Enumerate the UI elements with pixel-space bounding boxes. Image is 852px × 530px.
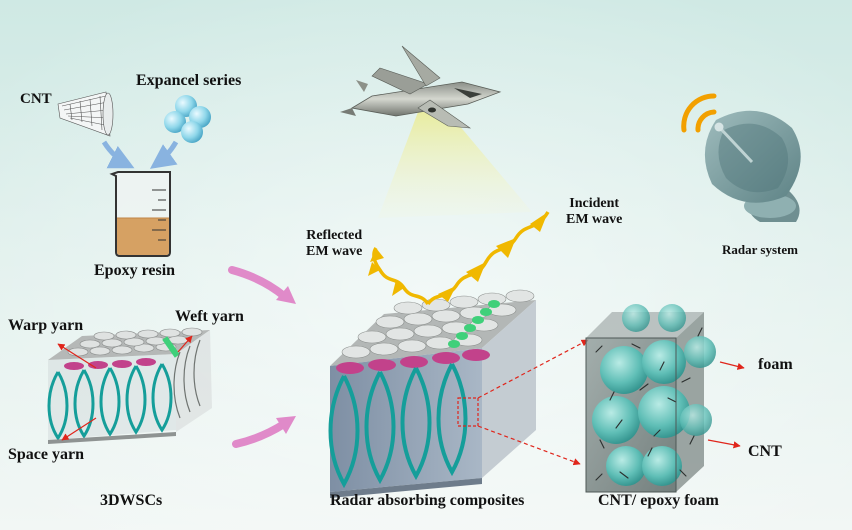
label-reflected-em-wave: Reflected EM wave	[306, 228, 362, 260]
zoom-box	[457, 397, 479, 427]
label-epoxy-resin: Epoxy resin	[94, 262, 176, 279]
label-cnt-top: CNT	[20, 91, 52, 107]
label-reflected-line1: Reflected	[306, 228, 363, 243]
label-warp-yarn: Warp yarn	[8, 317, 84, 334]
caption-cnt-epoxy-foam: CNT/ epoxy foam	[598, 492, 719, 509]
warp-yarn-pointer	[57, 343, 97, 369]
beaker-icon	[109, 171, 171, 257]
label-incident-line2: EM wave	[566, 212, 623, 228]
flow-arrow-expancel	[149, 140, 179, 169]
flow-arrow-cnt	[101, 140, 135, 169]
process-arrow-top-head	[276, 286, 296, 304]
label-reflected-line2: EM wave	[306, 244, 363, 260]
label-incident-em-wave: Incident EM wave	[566, 196, 622, 228]
reflected-em-wave	[368, 247, 430, 306]
label-incident-line1: Incident	[569, 196, 620, 211]
process-arrow-top	[228, 266, 288, 300]
foam-cube	[585, 304, 716, 493]
jet-icon	[340, 45, 502, 129]
label-weft-yarn: Weft yarn	[175, 308, 244, 325]
label-cnt-cube: CNT	[748, 443, 782, 460]
space-yarn-pointer	[61, 417, 97, 441]
caption-radar-absorbing-composites: Radar absorbing composites	[330, 492, 525, 509]
radar-beam	[378, 112, 532, 218]
label-foam: foam	[758, 356, 793, 373]
caption-3dwscs: 3DWSCs	[100, 492, 163, 509]
incident-em-wave	[426, 211, 550, 306]
microsphere-icon	[164, 95, 211, 143]
foam-pointer	[719, 361, 745, 370]
nanotube-icon	[57, 91, 114, 137]
process-arrow-bottom	[232, 420, 288, 448]
spacer-fabric-small	[47, 327, 212, 444]
process-arrow-bottom-head	[276, 416, 296, 434]
label-radar-system: Radar system	[722, 242, 798, 257]
label-space-yarn: Space yarn	[8, 446, 84, 463]
cnt-pointer	[707, 439, 741, 449]
weft-yarn-pointer	[177, 335, 193, 353]
radar-dish-icon	[681, 93, 801, 222]
label-expancel-series: Expancel series	[136, 72, 242, 89]
composite-large	[328, 289, 536, 498]
